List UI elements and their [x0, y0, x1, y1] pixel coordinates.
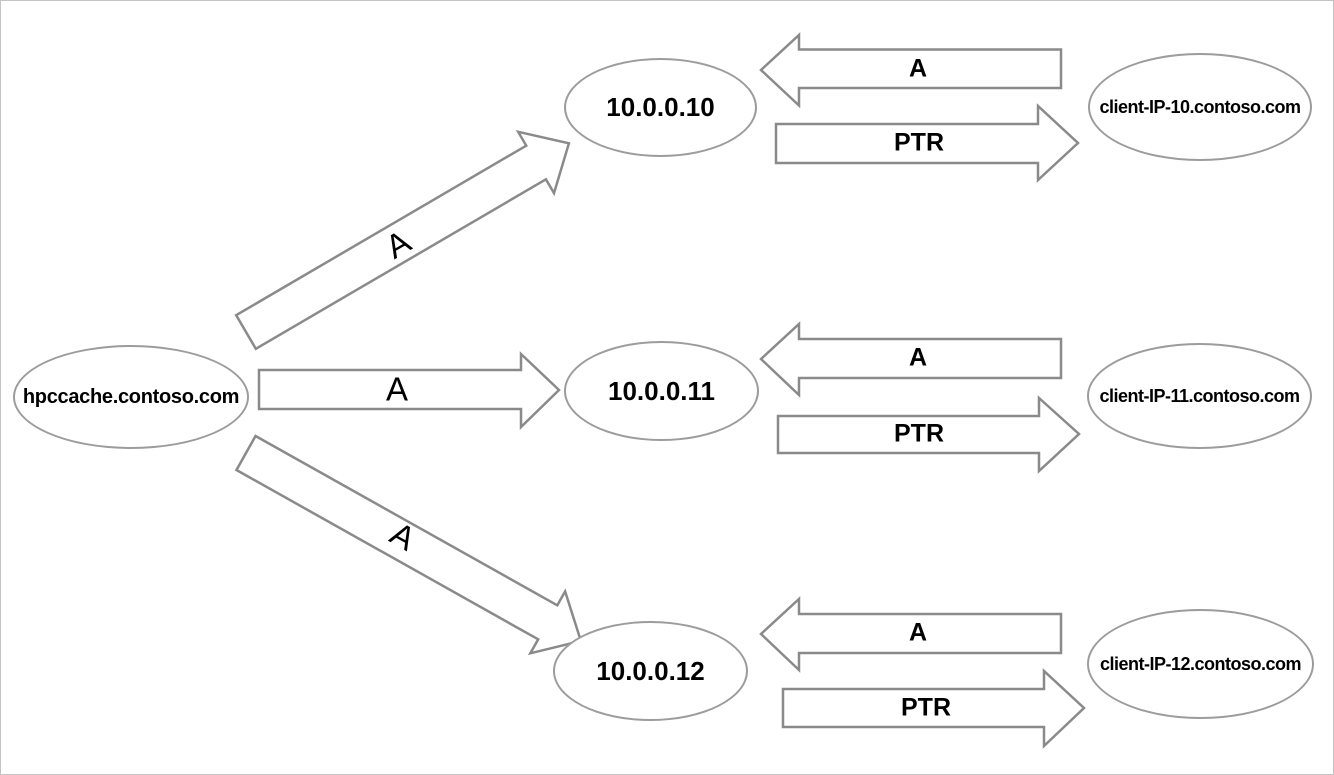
a-record-arrow-row1 — [234, 129, 571, 351]
ptr-arrow-row1 — [774, 103, 1080, 183]
node-hpccache-label: hpccache.contoso.com — [22, 385, 240, 408]
node-client-11-label: client-IP-11.contoso.com — [1099, 385, 1300, 406]
reverse-a-arrow-row1-label: A — [908, 54, 928, 83]
node-ip-12: 10.0.0.12 — [553, 621, 748, 721]
reverse-a-arrow-row2 — [759, 321, 1063, 398]
reverse-a-arrow-row2-label: A — [908, 343, 928, 372]
node-hpccache: hpccache.contoso.com — [13, 345, 249, 449]
node-client-11: client-IP-11.contoso.com — [1087, 343, 1312, 449]
node-ip-12-label: 10.0.0.12 — [596, 655, 705, 686]
ptr-arrow-row2-label: PTR — [894, 419, 944, 448]
reverse-a-arrow-row3 — [759, 596, 1063, 673]
a-record-arrow-row2-label: A — [385, 370, 409, 408]
ptr-arrow-row3-label: PTR — [901, 693, 951, 722]
a-record-arrow-row3 — [234, 434, 583, 656]
node-ip-11: 10.0.0.11 — [564, 341, 759, 441]
a-record-arrow-row2 — [257, 351, 561, 430]
node-ip-10-label: 10.0.0.10 — [606, 92, 715, 122]
node-ip-11-label: 10.0.0.11 — [608, 375, 715, 406]
node-client-10: client-IP-10.contoso.com — [1088, 53, 1312, 161]
ptr-arrow-row3 — [781, 668, 1086, 749]
reverse-a-arrow-row1 — [759, 32, 1063, 109]
node-client-12-label: client-IP-12.contoso.com — [1099, 653, 1302, 674]
node-client-10-label: client-IP-10.contoso.com — [1099, 96, 1301, 117]
node-client-12: client-IP-12.contoso.com — [1087, 609, 1314, 719]
ptr-arrow-row2 — [776, 395, 1081, 474]
reverse-a-arrow-row3-label: A — [908, 618, 928, 647]
ptr-arrow-row1-label: PTR — [894, 128, 944, 157]
node-ip-10: 10.0.0.10 — [564, 58, 757, 157]
